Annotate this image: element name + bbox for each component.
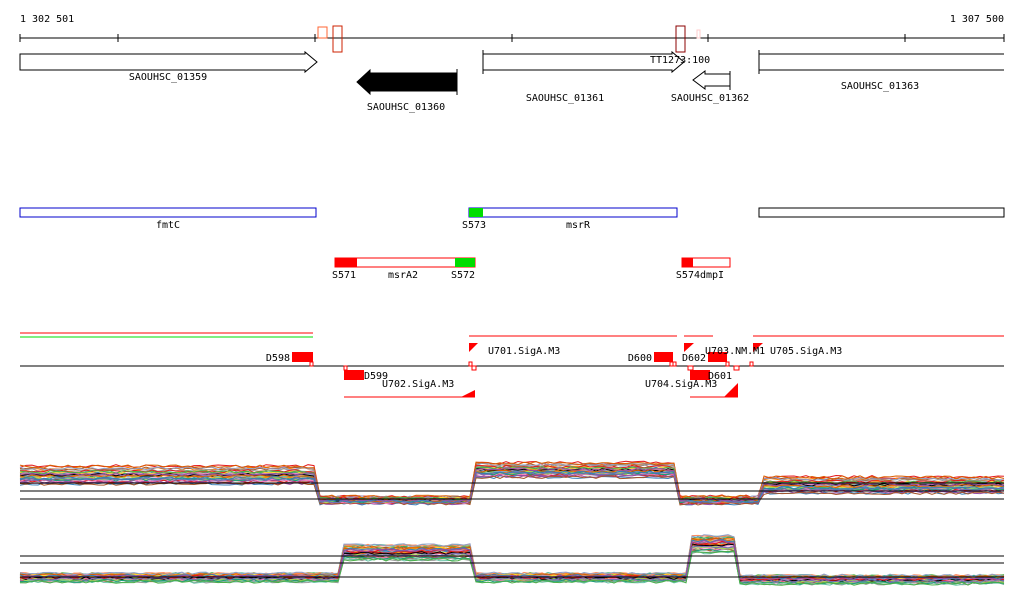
operon-label: S574dmpI [676,270,724,281]
expression-trace [19,535,1005,578]
gene-label: SAOUHSC_01361 [526,93,604,104]
site-D600[interactable] [654,352,673,362]
gene-SAOUHSC_01359[interactable]: SAOUHSC_01359 [19,50,318,83]
site-label: D598 [266,353,290,364]
expression-trace [19,548,1005,585]
operon-right[interactable] [758,207,1005,218]
expression-trace [19,467,1005,502]
gene-SAOUHSC_01362[interactable]: SAOUHSC_01362 [671,70,749,104]
tss-U704[interactable] [724,383,738,397]
tss-U701[interactable] [469,343,478,352]
expression-trace [19,462,1005,500]
expression-trace [19,466,1005,502]
expression-trace [19,550,1005,586]
site-label: U702.SigA.M3 [382,379,454,390]
site-label: D601 [708,371,732,382]
transcript-track [20,332,1004,398]
expression-trace [19,475,1005,506]
site-label: U705.SigA.M3 [770,346,842,357]
site-D602[interactable] [708,352,727,362]
gene-SAOUHSC_01360[interactable]: SAOUHSC_01360 [356,68,458,113]
site-D598[interactable] [292,352,313,362]
tss-U702[interactable] [461,390,475,397]
gene-label: SAOUHSC_01363 [841,81,919,92]
tss-U705[interactable] [753,343,763,352]
site-label: U701.SigA.M3 [488,346,560,357]
site-label: D600 [628,353,652,364]
expression-trace [19,534,1005,578]
gene-label: SAOUHSC_01362 [671,93,749,104]
gene-SAOUHSC_01363[interactable]: SAOUHSC_01363 [758,50,1004,92]
site-label: U704.SigA.M3 [645,379,717,390]
expression-trace [19,536,1005,578]
terminator-markers[interactable] [317,25,701,53]
operon-label: msrR [566,220,591,231]
expression-trace [19,539,1005,581]
site-label: D599 [364,371,388,382]
axis-start-label: 1 302 501 [20,14,74,25]
terminator-label: TT1273:100 [650,55,710,66]
expression-plot-forward [19,460,1005,506]
operon-S574dmpI[interactable]: S574dmpI [676,257,731,281]
operon-label: S572 [451,270,475,281]
tss-U703[interactable] [684,343,694,352]
promoter-S573 [469,208,483,217]
site-label: U703.NM.M1 [705,346,765,357]
operon-label: S571 [332,270,356,281]
operon-label: msrA2 [388,270,418,281]
site-D601[interactable] [690,370,710,380]
site-D599[interactable] [344,370,364,380]
expression-trace [19,461,1005,499]
operon-label: fmtC [156,220,180,231]
operon-label: S573 [462,220,486,231]
gene-label: SAOUHSC_01359 [129,72,207,83]
expression-trace [19,535,1005,579]
axis-end-label: 1 307 500 [950,14,1004,25]
expression-trace [19,471,1005,504]
operon-fmtC[interactable]: fmtC [19,207,317,231]
coordinate-axis [19,34,1005,42]
gene-label: SAOUHSC_01360 [367,102,445,113]
expression-trace [19,470,1005,504]
expression-trace [19,536,1005,579]
gene-SAOUHSC_01361[interactable]: SAOUHSC_01361 [482,50,685,104]
expression-plot-reverse [19,534,1005,586]
operon-msrA2[interactable]: S571 msrA2 S572 [332,257,476,281]
operon-msrR[interactable]: S573 msrR [462,207,678,231]
site-label: D602 [682,353,706,364]
